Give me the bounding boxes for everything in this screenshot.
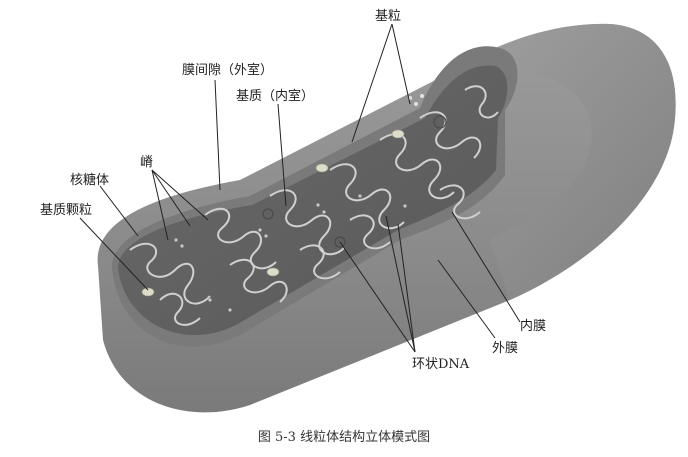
leader-lines	[79, 23, 521, 353]
label-cristae: 嵴	[140, 155, 153, 170]
matrix-granules	[141, 129, 405, 297]
circular-dna	[262, 115, 447, 248]
label-ribosome: 核糖体	[70, 172, 109, 188]
label-circular-dna: 环状DNA	[412, 357, 470, 372]
label-inner-membrane: 内膜	[520, 318, 546, 334]
label-basal-granule: 基粒	[375, 9, 401, 24]
cristae	[129, 85, 499, 326]
figure-caption: 图 5-3 线粒体结构立体模式图	[257, 430, 431, 445]
label-matrix: 基质（内室）	[236, 88, 314, 104]
label-intermembrane-space: 膜间隙（外室）	[182, 62, 273, 78]
ribosomes	[174, 194, 407, 312]
label-outer-membrane: 外膜	[492, 341, 518, 356]
label-matrix-granule: 基质颗粒	[40, 203, 92, 218]
matrix-region	[118, 65, 508, 336]
